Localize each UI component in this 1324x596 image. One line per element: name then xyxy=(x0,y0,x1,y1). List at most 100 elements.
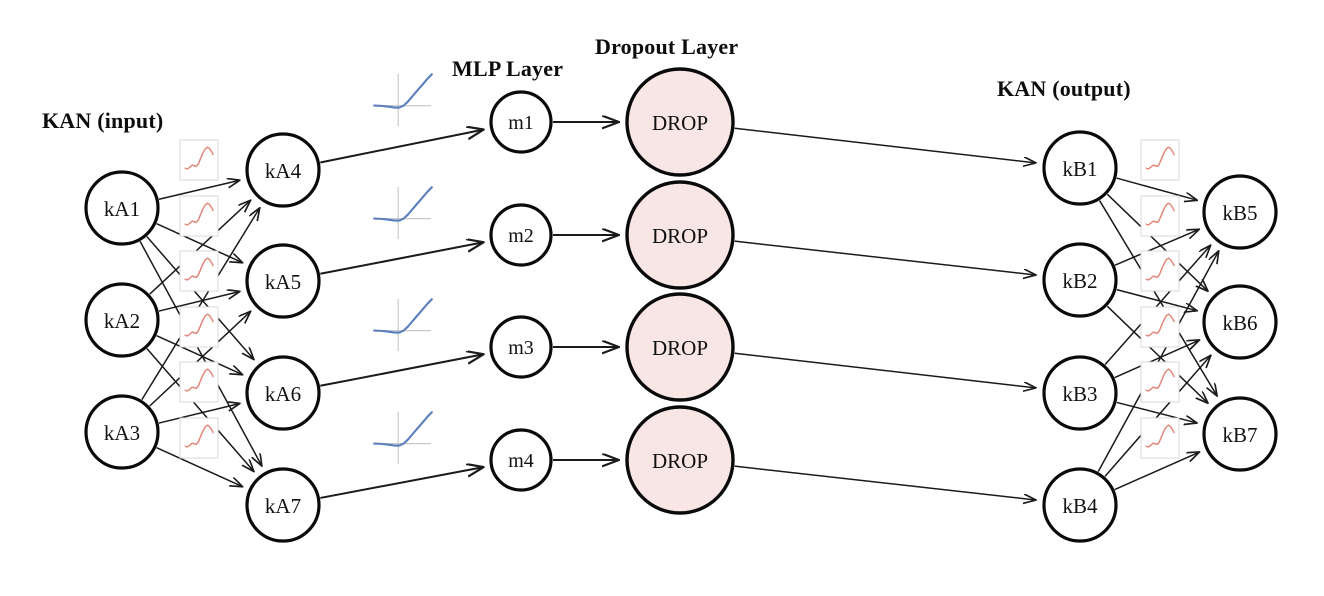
node-kA3[interactable]: kA3 xyxy=(84,394,160,470)
kan-output-spline-thumbnail xyxy=(1140,195,1180,237)
kan-input-spline-thumbnail xyxy=(179,139,219,181)
node-kA1[interactable]: kA1 xyxy=(84,170,160,246)
node-label-d3: DROP xyxy=(652,336,708,360)
node-label-kB2: kB2 xyxy=(1062,269,1097,293)
node-kA5[interactable]: kA5 xyxy=(245,243,321,319)
node-label-m3: m3 xyxy=(508,337,534,359)
node-label-kB1: kB1 xyxy=(1062,157,1097,181)
node-d2[interactable]: DROP xyxy=(625,180,735,290)
node-m1[interactable]: m1 xyxy=(489,90,553,154)
node-kA2[interactable]: kA2 xyxy=(84,282,160,358)
edge-kB2-to-kB7 xyxy=(1106,305,1207,402)
edge-kA7-to-m4 xyxy=(320,467,482,499)
node-label-d2: DROP xyxy=(652,224,708,248)
node-kB5[interactable]: kB5 xyxy=(1202,174,1278,250)
node-label-kB6: kB6 xyxy=(1222,311,1257,335)
node-m2[interactable]: m2 xyxy=(489,203,553,267)
kan-output-title: KAN (output) xyxy=(997,76,1131,101)
edge-kA1-to-kA5 xyxy=(156,223,242,263)
edges-layer xyxy=(139,122,1218,500)
node-label-kA4: kA4 xyxy=(265,159,302,183)
kan-input-spline-thumbnail xyxy=(179,250,219,292)
node-kB7[interactable]: kB7 xyxy=(1202,396,1278,472)
node-label-kA1: kA1 xyxy=(104,197,140,221)
node-kB6[interactable]: kB6 xyxy=(1202,284,1278,360)
node-label-kB4: kB4 xyxy=(1062,494,1098,518)
mlp-activation-icon xyxy=(373,411,433,464)
edge-d2-to-kB2 xyxy=(734,240,1036,275)
nodes-layer: kA1 kA2 kA3 kA4 kA5 kA6 kA7 m1 m2 m3 m4 DROP DROP DRO… xyxy=(84,67,1278,543)
kan-output-spline-thumbnail xyxy=(1140,306,1180,348)
edge-d4-to-kB4 xyxy=(734,465,1036,500)
kan-output-spline-thumbnail xyxy=(1140,139,1180,181)
kan-output-spline-thumbnail xyxy=(1140,250,1180,292)
kan-input-title: KAN (input) xyxy=(42,108,163,133)
edge-kB2-to-kB6 xyxy=(1116,288,1197,311)
node-label-kB7: kB7 xyxy=(1222,423,1257,447)
node-label-kA6: kA6 xyxy=(265,382,301,406)
edge-kA1-to-kA6 xyxy=(146,236,254,359)
kan-input-spline-thumbnail xyxy=(179,361,219,403)
node-d3[interactable]: DROP xyxy=(625,292,735,402)
edge-kA3-to-kA5 xyxy=(149,312,250,407)
edge-kB1-to-kB6 xyxy=(1106,193,1207,290)
activation-icons-layer xyxy=(373,73,433,464)
spline-thumbnails-layer xyxy=(179,139,1180,459)
node-label-kB5: kB5 xyxy=(1222,201,1257,225)
node-kA4[interactable]: kA4 xyxy=(245,132,321,208)
edge-kA2-to-kA7 xyxy=(146,348,254,471)
mlp-activation-icon xyxy=(373,73,433,126)
node-kB1[interactable]: kB1 xyxy=(1042,130,1118,206)
edge-kA5-to-m2 xyxy=(320,242,482,275)
edge-kA4-to-m1 xyxy=(320,130,483,164)
edge-kB1-to-kB5 xyxy=(1116,177,1197,200)
mlp-activation-icon xyxy=(373,298,433,351)
edge-kB1-to-kB7 xyxy=(1098,200,1217,396)
node-label-m2: m2 xyxy=(508,225,534,247)
node-kB3[interactable]: kB3 xyxy=(1042,355,1118,431)
kan-input-spline-thumbnail xyxy=(179,195,219,237)
edge-kA2-to-kA6 xyxy=(156,335,242,375)
edge-kA3-to-kA7 xyxy=(156,447,242,487)
node-kA6[interactable]: kA6 xyxy=(245,355,321,431)
edge-d3-to-kB3 xyxy=(734,352,1036,388)
node-label-m4: m4 xyxy=(508,450,534,472)
kan-input-spline-thumbnail xyxy=(179,417,219,459)
node-kB4[interactable]: kB4 xyxy=(1042,467,1118,543)
node-label-d4: DROP xyxy=(652,449,708,473)
edge-kA1-to-kA4 xyxy=(158,180,239,201)
node-d4[interactable]: DROP xyxy=(625,405,735,515)
edge-kB2-to-kB5 xyxy=(1114,230,1199,266)
node-label-kA7: kA7 xyxy=(265,494,301,518)
edge-kA3-to-kA4 xyxy=(141,208,260,401)
node-label-kA5: kA5 xyxy=(265,270,301,294)
edge-kA3-to-kA6 xyxy=(158,404,239,424)
node-label-kA3: kA3 xyxy=(104,421,140,445)
edge-kB3-to-kB7 xyxy=(1116,401,1197,422)
node-label-kA2: kA2 xyxy=(104,309,140,333)
dropout-title: Dropout Layer xyxy=(595,34,738,59)
node-m4[interactable]: m4 xyxy=(489,428,553,492)
edge-kB4-to-kB6 xyxy=(1104,356,1210,477)
edge-kB3-to-kB6 xyxy=(1114,340,1199,379)
kan-input-spline-thumbnail xyxy=(179,306,219,348)
node-m3[interactable]: m3 xyxy=(489,315,553,379)
node-label-m1: m1 xyxy=(508,112,534,134)
edge-kA2-to-kA4 xyxy=(149,201,250,295)
mlp-activation-icon xyxy=(373,186,433,239)
mlp-title: MLP Layer xyxy=(452,56,563,81)
edge-d1-to-kB1 xyxy=(734,127,1036,163)
node-label-d1: DROP xyxy=(652,111,708,135)
edge-kB4-to-kB7 xyxy=(1114,452,1199,491)
edge-kA2-to-kA5 xyxy=(158,292,239,312)
node-label-kB3: kB3 xyxy=(1062,382,1097,406)
node-d1[interactable]: DROP xyxy=(625,67,735,177)
kan-output-spline-thumbnail xyxy=(1140,361,1180,403)
edge-kA6-to-m3 xyxy=(320,354,482,387)
node-kA7[interactable]: kA7 xyxy=(245,467,321,543)
node-kB2[interactable]: kB2 xyxy=(1042,242,1118,318)
edge-kA1-to-kA7 xyxy=(139,241,261,465)
